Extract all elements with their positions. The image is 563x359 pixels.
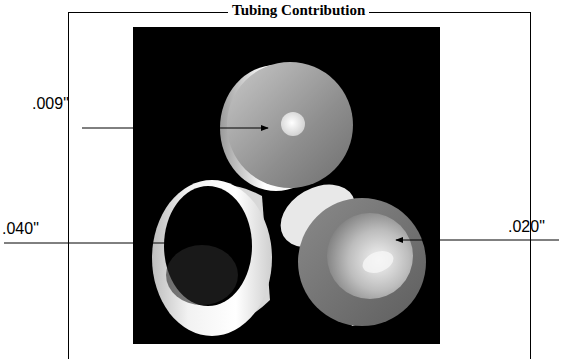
- dimension-label: .040": [2, 220, 39, 238]
- frame: [69, 13, 531, 359]
- leader-line: [396, 240, 559, 241]
- medium-bore-tube: [269, 172, 426, 326]
- title: Tubing Contribution: [228, 2, 369, 18]
- small-bore-tube: [220, 62, 353, 191]
- large-bore-tube: [152, 180, 272, 336]
- photo-ground: [133, 27, 440, 344]
- leader-line: [4, 243, 174, 244]
- dimension-label: .020": [508, 218, 545, 236]
- dimension-label: .009": [32, 95, 69, 113]
- leader-line: [82, 128, 268, 129]
